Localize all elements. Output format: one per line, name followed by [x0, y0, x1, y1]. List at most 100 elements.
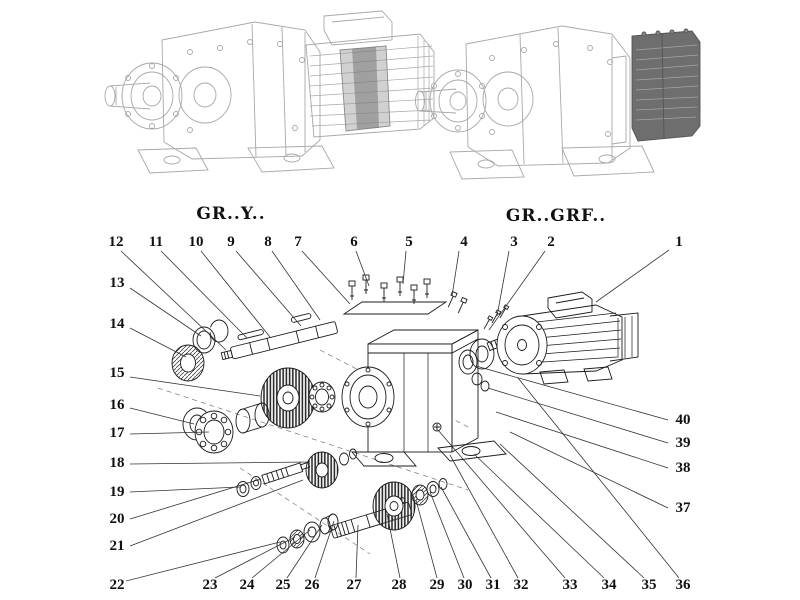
- part-number-33: 33: [563, 577, 578, 593]
- leader-line-3: [496, 250, 510, 317]
- leader-line-4: [451, 250, 460, 297]
- leader-line-39: [487, 387, 669, 444]
- leader-line-17: [129, 431, 210, 435]
- part-number-15: 15: [110, 365, 125, 381]
- model-label-left: GR..Y..: [196, 204, 265, 224]
- drawing-gr-grf: [415, 25, 701, 180]
- drawing-gr-y: [104, 10, 435, 174]
- leader-line-26: [314, 520, 335, 579]
- part-number-37: 37: [676, 500, 692, 516]
- input-shaft-assembly: [220, 313, 338, 361]
- part-number-1: 1: [675, 234, 683, 250]
- leader-line-12: [120, 250, 227, 351]
- leader-line-16: [129, 407, 195, 425]
- leader-line-13: [129, 287, 202, 337]
- output-shaft-2: [419, 88, 457, 114]
- leader-line-14: [129, 327, 187, 358]
- part-number-21: 21: [110, 538, 125, 554]
- leader-line-28: [386, 513, 401, 579]
- leader-line-34: [473, 453, 605, 579]
- motor-exploded: [496, 291, 639, 385]
- leader-line-22: [125, 541, 281, 582]
- leader-line-7: [301, 250, 351, 305]
- part-number-26: 26: [305, 577, 321, 593]
- shaft-key-2: [290, 313, 312, 323]
- leader-line-19: [129, 486, 241, 493]
- gear-housing-outline: [161, 21, 321, 160]
- part-number-29: 29: [430, 577, 445, 593]
- part-number-12: 12: [109, 234, 124, 250]
- model-label-right: GR..GRF..: [506, 206, 606, 226]
- bearing-pair: [182, 407, 234, 454]
- exploded-view: [157, 274, 639, 555]
- leader-line-30: [429, 491, 465, 579]
- part-number-14: 14: [110, 316, 126, 332]
- part-number-38: 38: [676, 460, 691, 476]
- part-number-7: 7: [294, 234, 302, 250]
- cover-bolts: [348, 274, 468, 314]
- part-number-13: 13: [110, 275, 125, 291]
- leader-line-21: [129, 479, 304, 547]
- pinion-assembly: [236, 448, 357, 497]
- leader-line-1: [595, 249, 670, 303]
- input-cover-drawing: [631, 28, 701, 142]
- leader-line-24: [251, 529, 311, 579]
- part-number-22: 22: [110, 577, 125, 593]
- leader-line-15: [129, 376, 261, 397]
- snap-ring: [209, 319, 229, 343]
- main-housing: [341, 329, 507, 467]
- fan-cover: [609, 312, 639, 362]
- leader-line-40: [475, 365, 669, 421]
- part-number-40: 40: [676, 412, 691, 428]
- part-number-28: 28: [392, 577, 407, 593]
- part-number-4: 4: [460, 234, 468, 250]
- leader-line-6: [355, 250, 370, 287]
- part-number-25: 25: [276, 577, 291, 593]
- leader-line-38: [495, 411, 669, 469]
- leader-line-18: [129, 461, 308, 465]
- leader-line-29: [415, 499, 438, 579]
- part-number-34: 34: [602, 577, 618, 593]
- gear-housing-outline-2: [465, 25, 631, 167]
- part-number-18: 18: [110, 455, 125, 471]
- part-number-20: 20: [110, 511, 125, 527]
- part-number-31: 31: [486, 577, 501, 593]
- leader-line-37: [509, 431, 669, 509]
- part-number-30: 30: [458, 577, 473, 593]
- leader-line-8: [271, 250, 321, 321]
- part-number-8: 8: [264, 234, 272, 250]
- leader-line-10: [200, 250, 271, 338]
- leader-line-25: [286, 524, 323, 579]
- part-number-27: 27: [347, 577, 363, 593]
- leader-line-23: [214, 536, 296, 579]
- leader-line-11: [160, 250, 248, 339]
- part-number-36: 36: [676, 577, 692, 593]
- leader-line-31: [440, 486, 492, 579]
- helical-gear-large: [260, 367, 316, 429]
- mounting-foot-left: [351, 451, 417, 467]
- housing-gasket: [342, 301, 448, 315]
- part-number-10: 10: [189, 234, 204, 250]
- drain-plug: [432, 422, 442, 432]
- part-number-9: 9: [227, 234, 235, 250]
- terminal-box: [547, 291, 593, 319]
- part-number-11: 11: [149, 234, 163, 250]
- output-shaft: [109, 82, 151, 110]
- part-number-6: 6: [350, 234, 358, 250]
- leader-line-5: [402, 250, 407, 285]
- leader-line-36: [517, 377, 680, 579]
- part-number-35: 35: [642, 577, 657, 593]
- output-shaft-assembly: [276, 478, 448, 554]
- spacer-sleeve: [235, 402, 270, 434]
- motor-flange: [496, 315, 548, 375]
- part-number-32: 32: [514, 577, 529, 593]
- leader-line-32: [449, 454, 519, 579]
- part-number-5: 5: [405, 234, 413, 250]
- leader-line-35: [499, 443, 645, 579]
- shaft-key-1: [237, 329, 264, 341]
- part-number-24: 24: [240, 577, 256, 593]
- part-number-19: 19: [110, 484, 125, 500]
